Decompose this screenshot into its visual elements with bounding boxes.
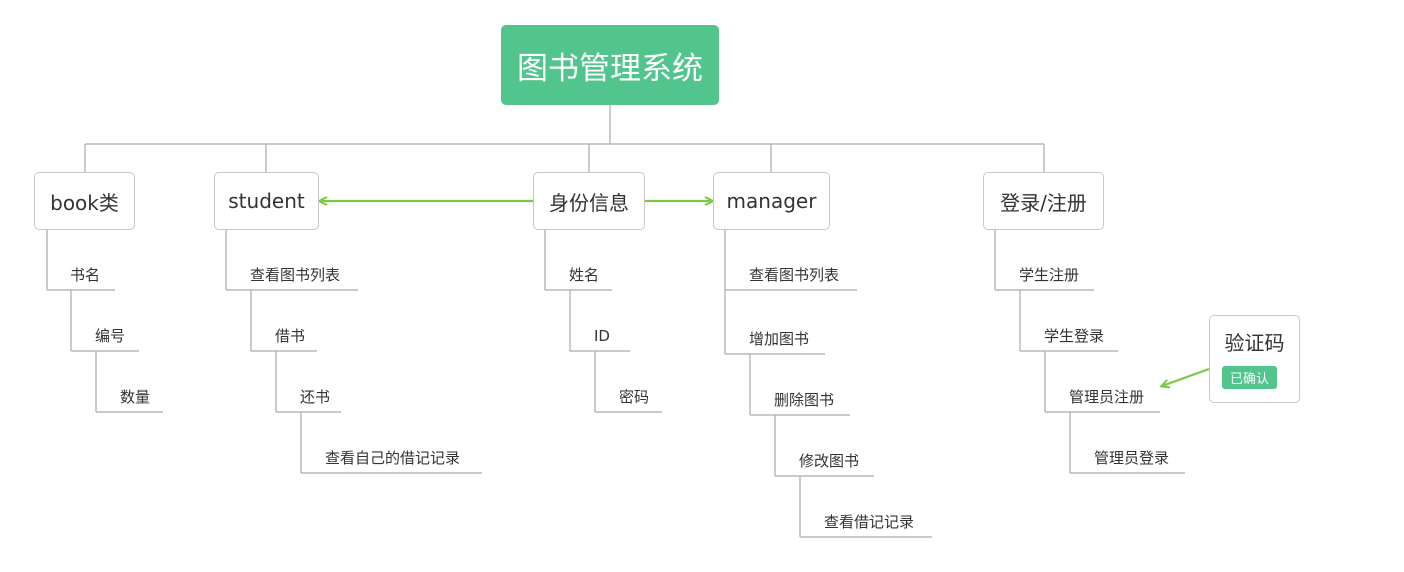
subtopic-manager-add-book[interactable]: 增加图书 [749, 330, 810, 348]
topic-student[interactable]: student [214, 172, 319, 230]
topic-login-register[interactable]: 登录/注册 [983, 172, 1104, 230]
subtopic-manager-edit-book[interactable]: 修改图书 [799, 452, 860, 470]
callout-captcha-label: 验证码 [1224, 331, 1285, 355]
subtopic-manager-view-list[interactable]: 查看图书列表 [749, 266, 840, 284]
subtopic-student-view-records[interactable]: 查看自己的借记记录 [325, 449, 461, 467]
subtopic-student-return[interactable]: 还书 [300, 388, 331, 406]
subtopic-book-quantity[interactable]: 数量 [120, 388, 151, 406]
subtopic-student-register[interactable]: 学生注册 [1019, 266, 1080, 284]
subtopic-student-login[interactable]: 学生登录 [1044, 327, 1105, 345]
subtopic-admin-register[interactable]: 管理员注册 [1069, 388, 1145, 406]
status-badge: 已确认 [1222, 366, 1277, 389]
subtopic-identity-id[interactable]: ID [594, 327, 610, 345]
subtopic-manager-delete-book[interactable]: 删除图书 [774, 391, 835, 409]
subtopic-identity-name[interactable]: 姓名 [569, 266, 600, 284]
topic-book[interactable]: book类 [34, 172, 135, 230]
topic-manager[interactable]: manager [713, 172, 830, 230]
subtopic-identity-password[interactable]: 密码 [619, 388, 650, 406]
subtopic-book-number[interactable]: 编号 [95, 327, 126, 345]
subtopic-admin-login[interactable]: 管理员登录 [1094, 449, 1170, 467]
subtopic-student-borrow[interactable]: 借书 [275, 327, 306, 345]
subtopic-book-name[interactable]: 书名 [70, 266, 101, 284]
subtopic-manager-view-records[interactable]: 查看借记记录 [824, 513, 915, 531]
topic-identity[interactable]: 身份信息 [533, 172, 645, 230]
root-topic[interactable]: 图书管理系统 [501, 25, 719, 105]
subtopic-student-view-list[interactable]: 查看图书列表 [250, 266, 341, 284]
